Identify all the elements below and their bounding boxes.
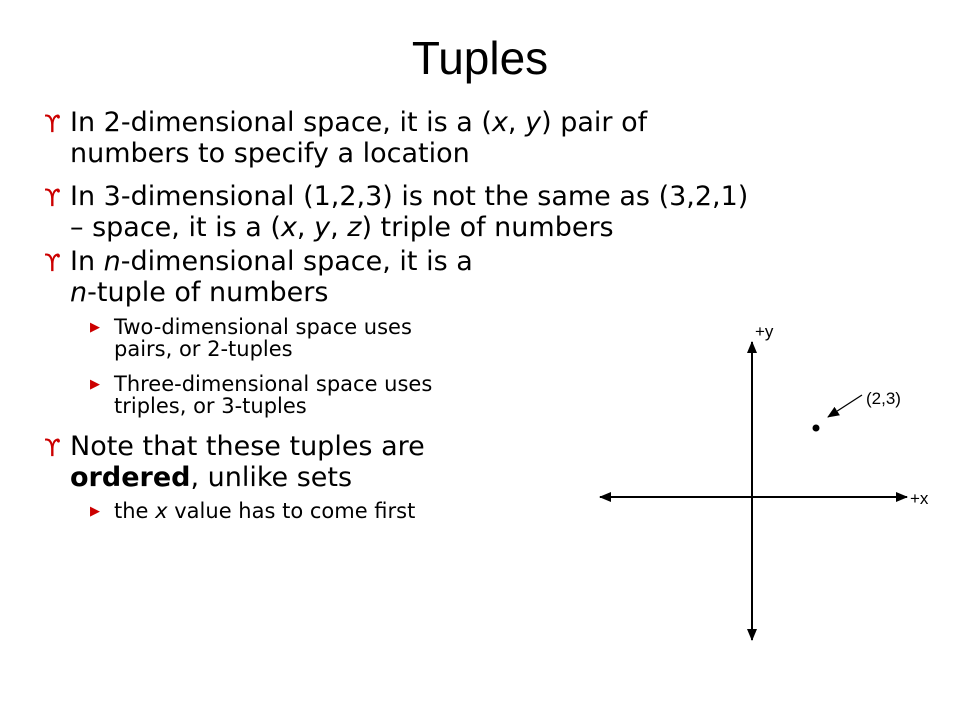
- italic-variable: z: [347, 212, 362, 243]
- bullet-text: In 3-dimensional (1,2,3) is not the same…: [70, 181, 748, 243]
- bullet-marker-icon: ϒ: [44, 249, 61, 277]
- text-run: numbers to specify a location: [70, 138, 470, 169]
- text-run: ) pair of: [541, 107, 648, 138]
- sub-bullet-text: the x value has to come first: [114, 499, 415, 523]
- bullet-marker-icon: ϒ: [44, 184, 61, 212]
- italic-variable: n: [70, 277, 88, 308]
- point-pointer-arrow: [827, 394, 863, 418]
- text-run: In: [70, 246, 104, 277]
- y-axis-label: +y: [755, 322, 774, 341]
- text-run: ,: [330, 212, 348, 243]
- point-label: (2,3): [866, 389, 901, 408]
- sub-bullet-3: ▶ the x value has to come first: [90, 499, 534, 523]
- italic-variable: x: [491, 107, 508, 138]
- x-axis-label: +x: [910, 489, 929, 508]
- italic-variable: x: [280, 212, 297, 243]
- triangle-bullet-icon: ▶: [90, 504, 100, 519]
- text-run: , unlike sets: [190, 462, 353, 493]
- text-run: In 3-dimensional (1,2,3) is not the same…: [70, 181, 749, 212]
- triangle-bullet-icon: ▶: [90, 377, 100, 392]
- triangle-bullet-icon: ▶: [90, 320, 100, 335]
- bullet-2: ϒ In 3-dimensional (1,2,3) is not the sa…: [44, 181, 930, 243]
- italic-variable: x: [155, 499, 168, 523]
- text-run: the: [114, 499, 156, 523]
- text-run: – space, it is a (: [70, 212, 281, 243]
- bullet-text: In 2-dimensional space, it is a (x, y) p…: [70, 107, 647, 169]
- text-run: -tuple of numbers: [87, 277, 329, 308]
- italic-variable: y: [525, 107, 542, 138]
- text-run: pairs, or 2-tuples: [114, 337, 293, 361]
- slide-title: Tuples: [411, 32, 549, 84]
- text-run: ,: [507, 107, 526, 138]
- text-run: -dimensional space, it is a: [120, 246, 473, 277]
- text-run: Two-dimensional space uses: [114, 315, 412, 339]
- italic-variable: y: [314, 212, 331, 243]
- italic-variable: n: [103, 246, 121, 277]
- bullet-marker-icon: ϒ: [44, 110, 61, 138]
- text-run: ,: [296, 212, 315, 243]
- text-run: In 2-dimensional space, it is a (: [70, 107, 492, 138]
- bold-emphasis: ordered: [70, 462, 191, 493]
- point-marker: [812, 424, 820, 432]
- bullet-1: ϒ In 2-dimensional space, it is a (x, y)…: [44, 107, 930, 169]
- text-run: ) triple of numbers: [361, 212, 614, 243]
- text-run: triples, or 3-tuples: [114, 394, 307, 418]
- text-run: Three-dimensional space uses: [114, 372, 433, 396]
- text-run: value has to come first: [167, 499, 416, 523]
- text-run: Note that these tuples are: [70, 431, 425, 462]
- bullet-marker-icon: ϒ: [44, 434, 61, 462]
